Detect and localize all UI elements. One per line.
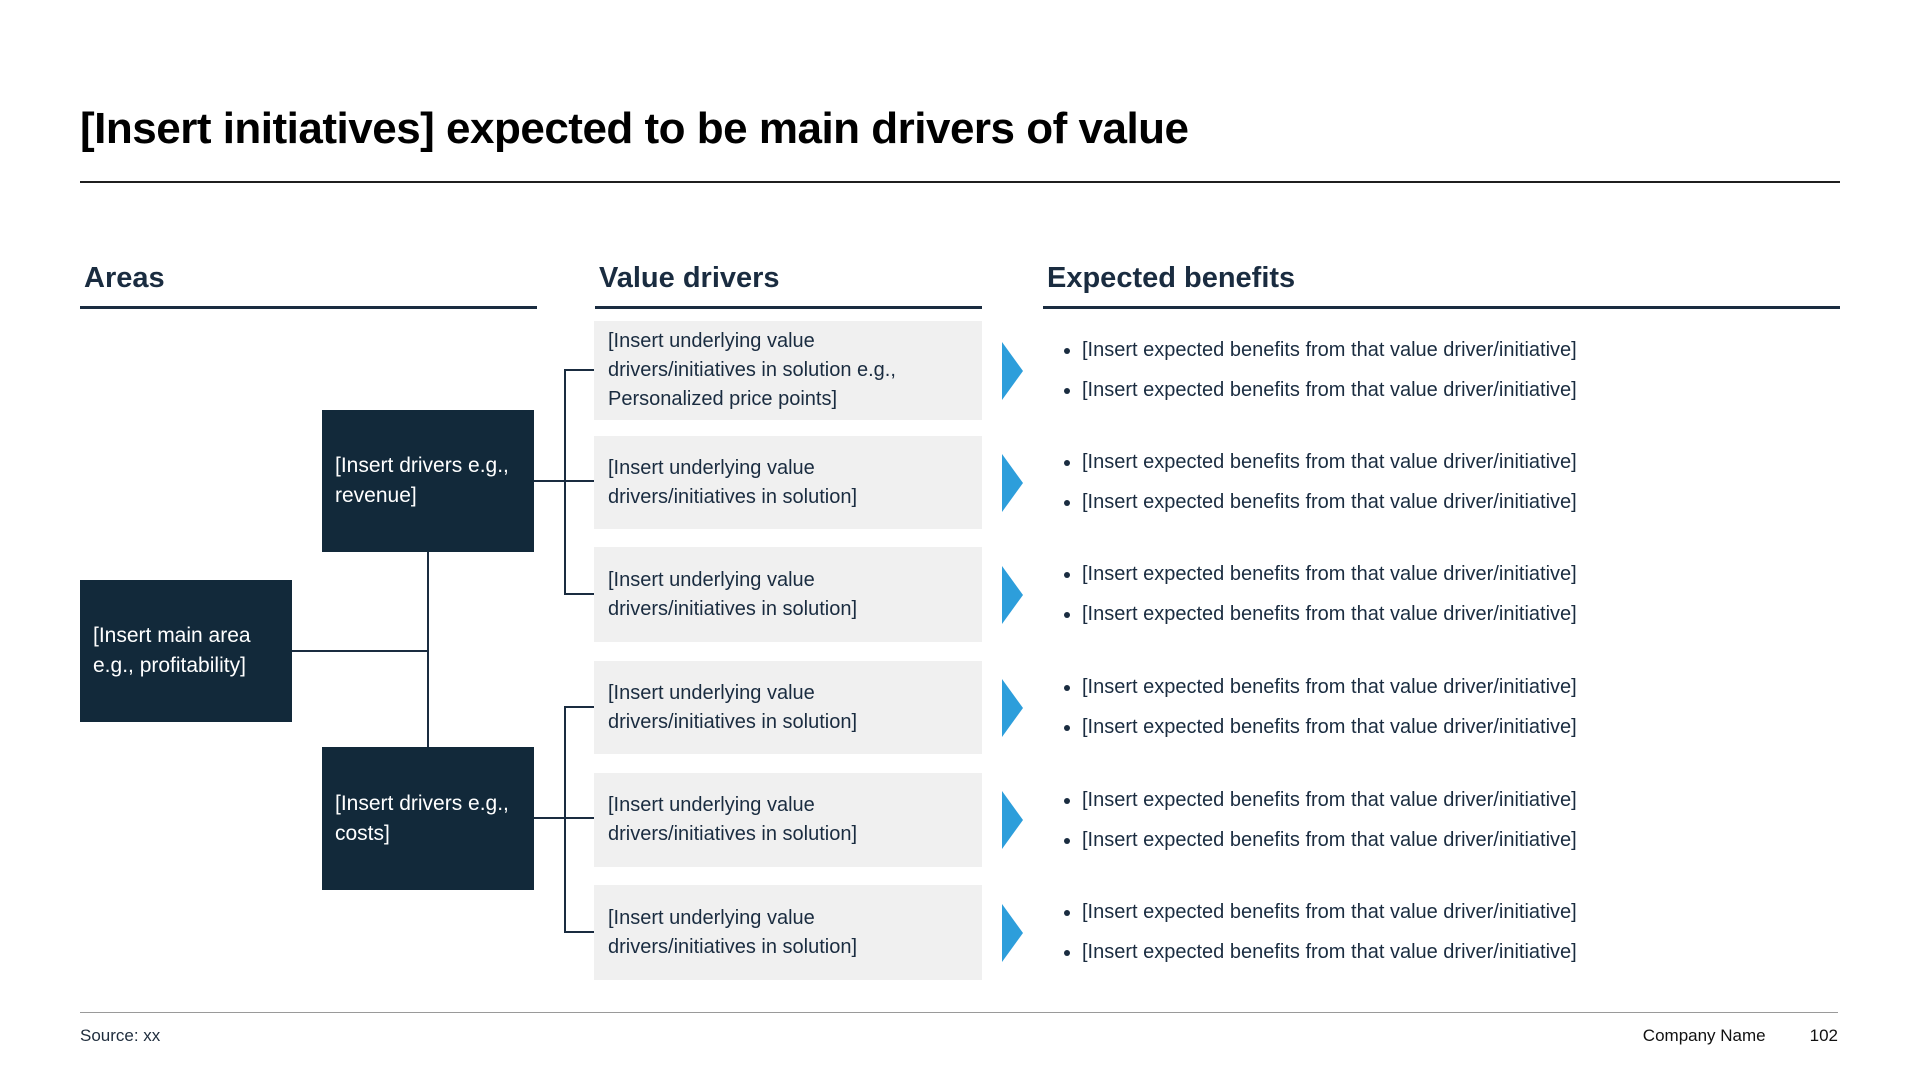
benefit-item: [Insert expected benefits from that valu… bbox=[1082, 714, 1768, 741]
benefit-item: [Insert expected benefits from that valu… bbox=[1082, 827, 1768, 854]
value-driver-row: [Insert underlying value drivers/initiat… bbox=[0, 547, 1920, 642]
value-driver-row: [Insert underlying value drivers/initiat… bbox=[0, 885, 1920, 980]
connector-line bbox=[564, 931, 594, 933]
benefit-item: [Insert expected benefits from that valu… bbox=[1082, 787, 1768, 814]
value-driver-row: [Insert underlying value drivers/initiat… bbox=[0, 436, 1920, 529]
arrow-right-icon bbox=[1002, 565, 1023, 624]
value-driver-box: [Insert underlying value drivers/initiat… bbox=[594, 773, 982, 867]
column-header-expected-benefits: Expected benefits bbox=[1043, 262, 1840, 309]
column-header-areas-label: Areas bbox=[84, 262, 165, 294]
driver-box-revenue-label: [Insert drivers e.g., revenue] bbox=[335, 454, 509, 507]
arrow-right-icon bbox=[1002, 903, 1023, 962]
arrow-right-icon bbox=[1002, 791, 1023, 849]
connector-line bbox=[564, 369, 594, 371]
arrow-right-icon bbox=[1002, 678, 1023, 737]
benefits-list: [Insert expected benefits from that valu… bbox=[1048, 885, 1768, 980]
benefit-item: [Insert expected benefits from that valu… bbox=[1082, 377, 1768, 404]
value-driver-box: [Insert underlying value drivers/initiat… bbox=[594, 885, 982, 980]
benefit-item: [Insert expected benefits from that valu… bbox=[1082, 939, 1768, 966]
title-divider bbox=[80, 181, 1840, 183]
driver-box-costs: [Insert drivers e.g., costs] bbox=[322, 747, 534, 890]
benefits-list: [Insert expected benefits from that valu… bbox=[1048, 547, 1768, 642]
value-driver-box: [Insert underlying value drivers/initiat… bbox=[594, 436, 982, 529]
value-driver-box: [Insert underlying value drivers/initiat… bbox=[594, 321, 982, 420]
value-driver-row: [Insert underlying value drivers/initiat… bbox=[0, 773, 1920, 867]
value-driver-box-label: [Insert underlying value drivers/initiat… bbox=[608, 456, 857, 508]
benefits-list: [Insert expected benefits from that valu… bbox=[1048, 436, 1768, 529]
arrow-right-icon bbox=[1002, 453, 1023, 512]
company-name: Company Name bbox=[1642, 1026, 1766, 1045]
value-driver-box-label: [Insert underlying value drivers/initiat… bbox=[608, 906, 857, 958]
benefit-item: [Insert expected benefits from that valu… bbox=[1082, 899, 1768, 926]
value-driver-box: [Insert underlying value drivers/initiat… bbox=[594, 547, 982, 642]
column-header-areas: Areas bbox=[80, 262, 537, 309]
benefit-item: [Insert expected benefits from that valu… bbox=[1082, 561, 1768, 588]
connector-line bbox=[564, 706, 566, 933]
source-note: Source: xx bbox=[80, 1026, 161, 1045]
connector-line bbox=[564, 369, 566, 595]
connector-line bbox=[564, 706, 594, 708]
driver-box-revenue: [Insert drivers e.g., revenue] bbox=[322, 410, 534, 552]
value-driver-box-label: [Insert underlying value drivers/initiat… bbox=[608, 568, 857, 620]
page-title: [Insert initiatives] expected to be main… bbox=[80, 104, 1189, 153]
page-number: 102 bbox=[1809, 1026, 1838, 1045]
footer-divider bbox=[80, 1012, 1838, 1013]
value-driver-box: [Insert underlying value drivers/initiat… bbox=[594, 661, 982, 754]
connector-line bbox=[292, 650, 428, 652]
column-header-value-drivers: Value drivers bbox=[595, 262, 982, 309]
connector-line bbox=[564, 593, 594, 595]
benefit-item: [Insert expected benefits from that valu… bbox=[1082, 337, 1768, 364]
main-area-box: [Insert main area e.g., profitability] bbox=[80, 580, 292, 722]
driver-box-costs-label: [Insert drivers e.g., costs] bbox=[335, 791, 509, 845]
value-driver-box-label: [Insert underlying value drivers/initiat… bbox=[608, 681, 857, 733]
benefits-list: [Insert expected benefits from that valu… bbox=[1048, 661, 1768, 754]
value-driver-box-label: [Insert underlying value drivers/initiat… bbox=[608, 330, 896, 410]
main-area-box-label: [Insert main area e.g., profitability] bbox=[93, 624, 251, 677]
benefit-item: [Insert expected benefits from that valu… bbox=[1082, 674, 1768, 701]
value-driver-row: [Insert underlying value drivers/initiat… bbox=[0, 321, 1920, 420]
benefit-item: [Insert expected benefits from that valu… bbox=[1082, 601, 1768, 628]
column-header-expected-benefits-label: Expected benefits bbox=[1047, 262, 1296, 294]
arrow-right-icon bbox=[1002, 341, 1023, 400]
benefit-item: [Insert expected benefits from that valu… bbox=[1082, 449, 1768, 476]
value-driver-row: [Insert underlying value drivers/initiat… bbox=[0, 661, 1920, 754]
benefits-list: [Insert expected benefits from that valu… bbox=[1048, 321, 1768, 420]
column-header-value-drivers-label: Value drivers bbox=[599, 262, 780, 294]
value-driver-box-label: [Insert underlying value drivers/initiat… bbox=[608, 794, 857, 845]
connector-line bbox=[427, 552, 429, 747]
footer-right: Company Name 102 bbox=[1643, 1026, 1838, 1046]
benefit-item: [Insert expected benefits from that valu… bbox=[1082, 489, 1768, 516]
benefits-list: [Insert expected benefits from that valu… bbox=[1048, 773, 1768, 867]
